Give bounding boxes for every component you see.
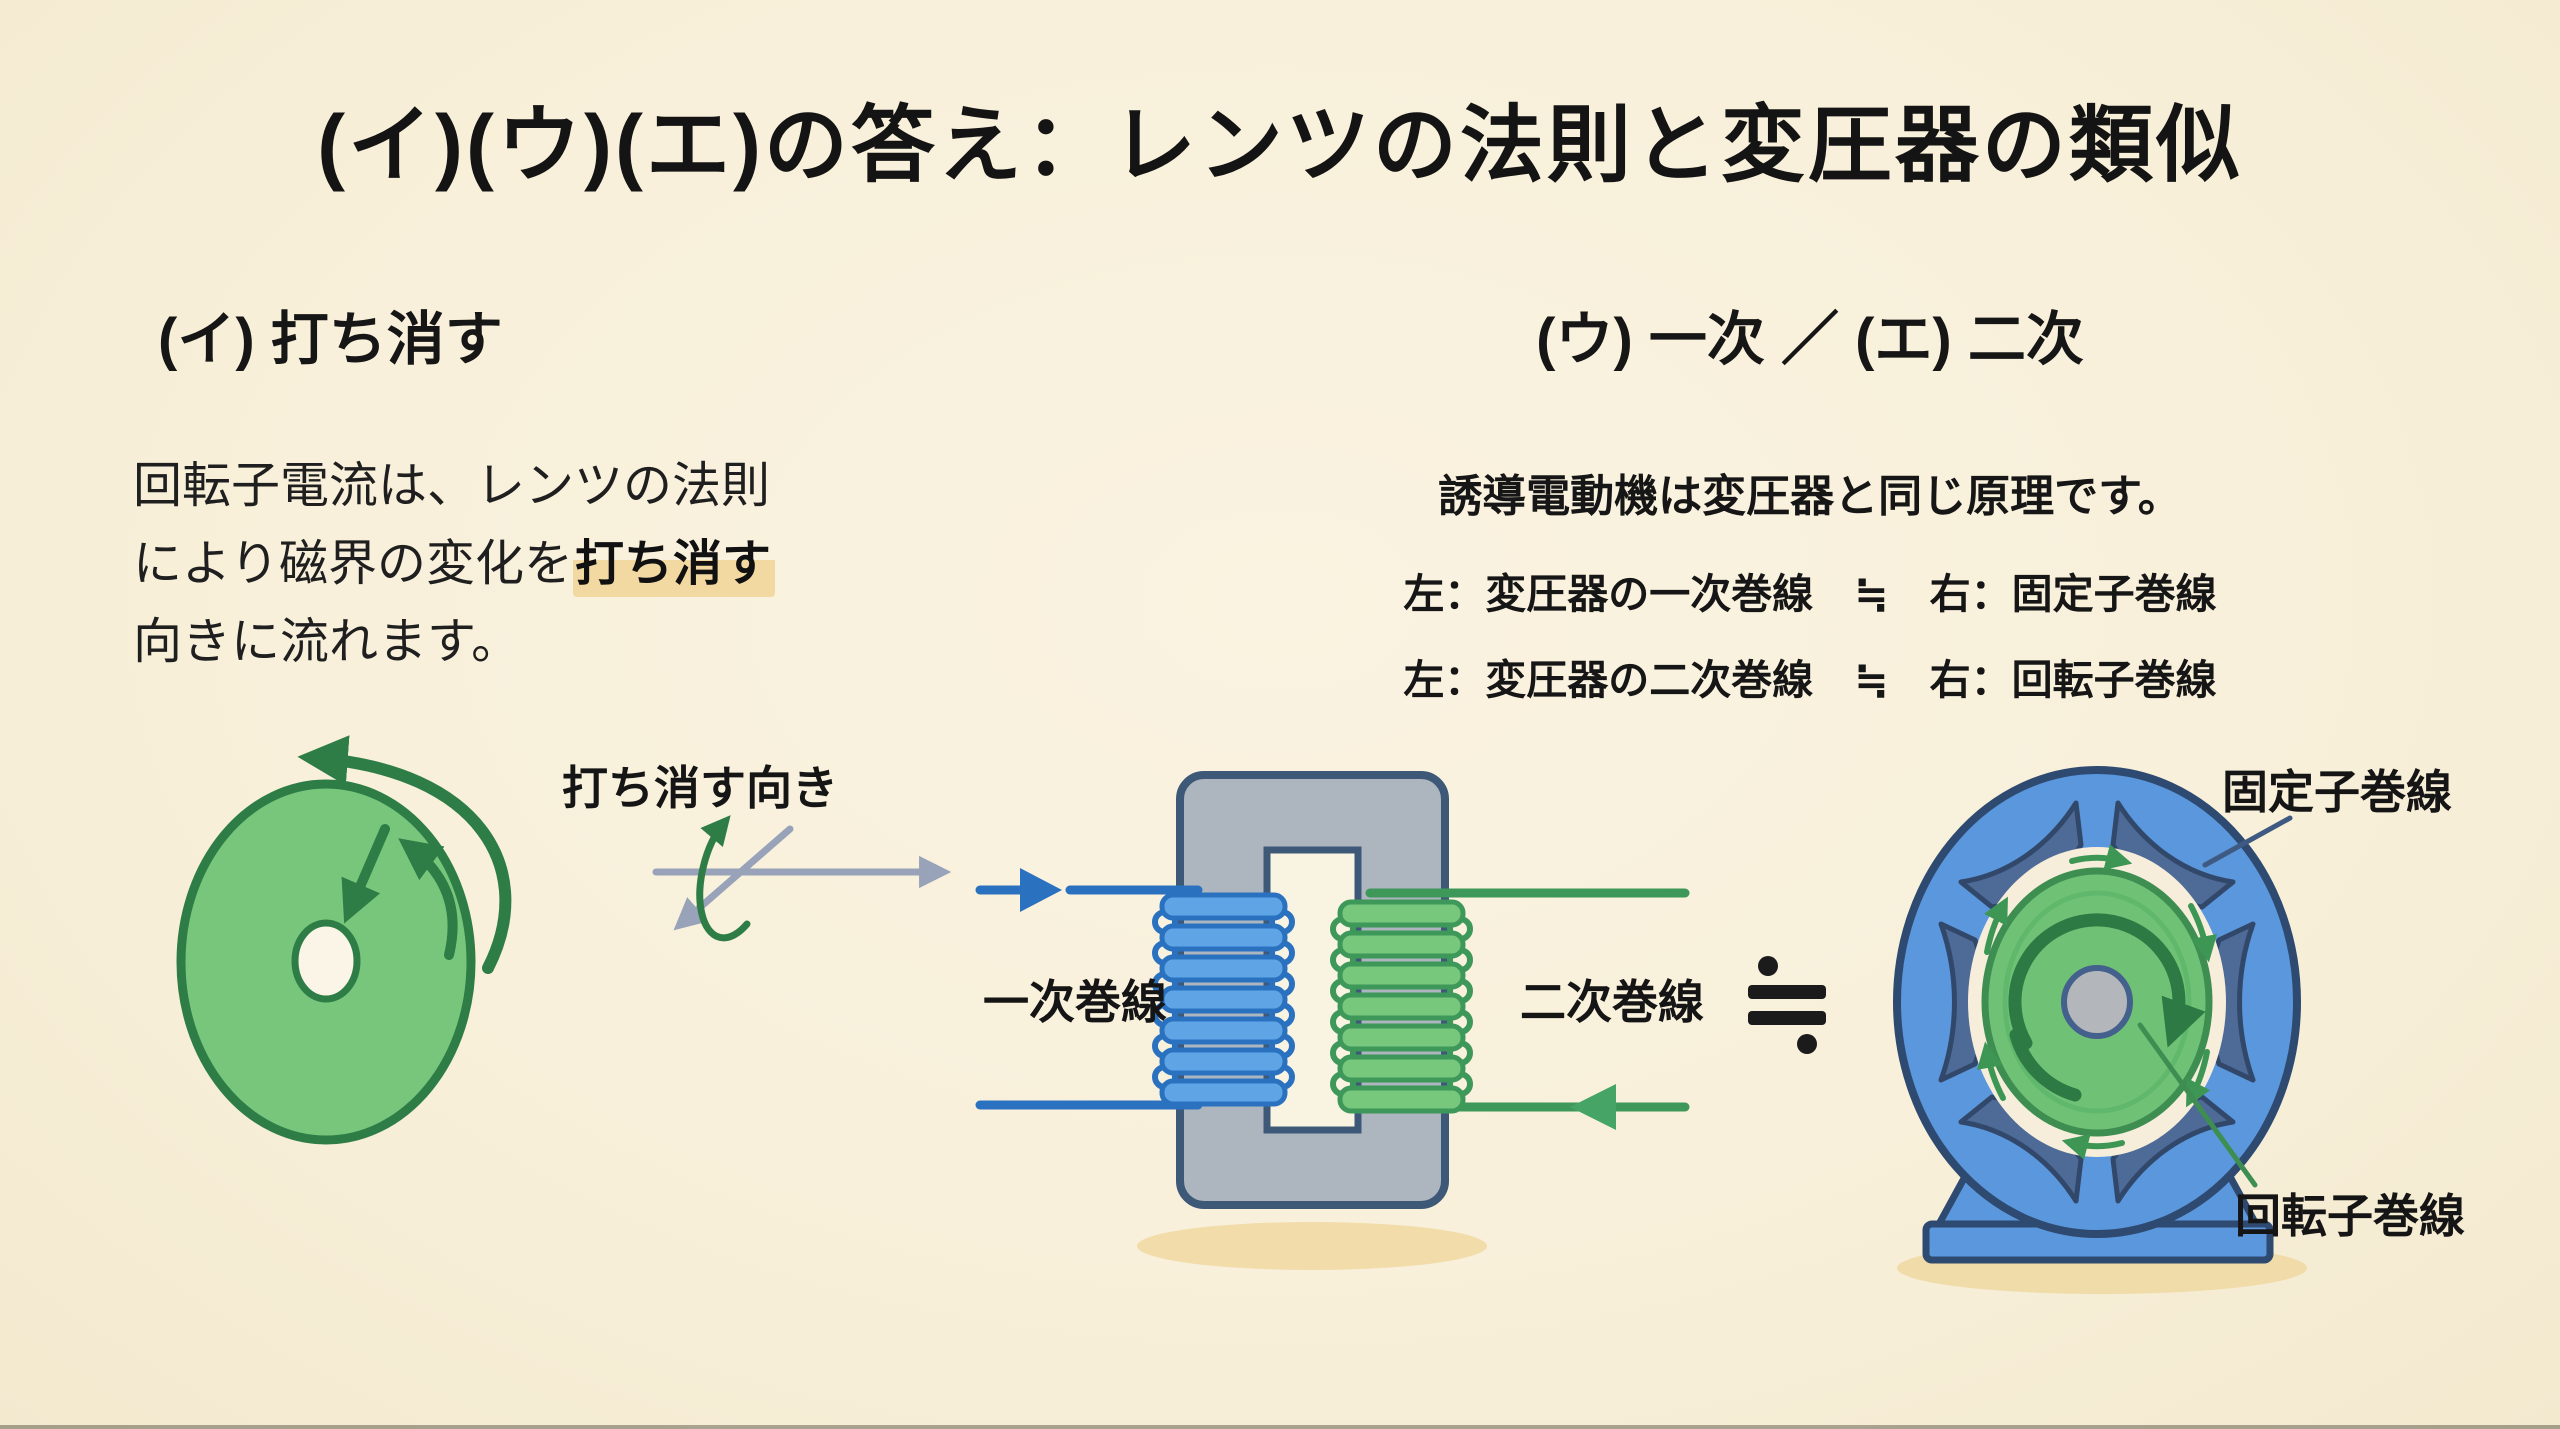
mapping-line-primary: 左：変圧器の一次巻線 ≒ 右：固定子巻線 [1403,571,2217,617]
approx-equal-symbol [1748,956,1826,1054]
page-title: (イ)(ウ)(エ)の答え：レンツの法則と変圧器の類似 [317,98,2243,192]
transformer-shadow [1137,1222,1487,1270]
disc-shaft-hole [291,919,361,1003]
stator-label-pointer-line [2202,815,2293,868]
paragraph-line3: 向きに流れます。 [133,615,521,669]
secondary-coil [1337,899,1466,1114]
rotor-disc-diagram [176,735,952,1145]
cancel-direction-label: 打ち消す向き [562,762,838,814]
paragraph-line2-prefix: により磁界の変化を [133,537,574,591]
right-section-heading: (ウ) 一次 ／ (エ) 二次 [1536,307,2084,372]
paragraph-line1: 回転子電流は、レンツの法則 [133,459,771,513]
rotor-rotation-arrow-tail [2009,1028,2082,1102]
motor-shaft [2061,965,2133,1039]
rotor-rotation-arrow [2008,913,2206,1050]
disc-outer-rotation-arrow [297,735,512,974]
bottom-edge-line [0,1425,2560,1429]
paragraph-highlight: 打ち消す [573,537,776,597]
primary-coil-label: 一次巻線 [983,976,1167,1028]
mapping-line-secondary: 左：変圧器の二次巻線 ≒ 右：回転子巻線 [1403,657,2217,703]
transformer-diagram [975,771,1690,1270]
primary-coil [1159,892,1288,1107]
cancel-loop-arrow-icon [696,815,751,942]
secondary-output-arrow-head [1570,1084,1616,1130]
rotor-winding-label: 回転子巻線 [2235,1190,2465,1242]
secondary-coil-label: 二次巻線 [1520,976,1704,1028]
stator-winding-label: 固定子巻線 [2222,766,2452,818]
induction-motor-diagram [1893,766,2307,1294]
disc-inner-curved-arrow [398,838,458,960]
right-section: (ウ) 一次 ／ (エ) 二次 誘導電動機は変圧器と同じ原理です。 左：変圧器の… [1190,0,2430,720]
left-section-paragraph: 回転子電流は、レンツの法則 により磁界の変化を打ち消す 向きに流れます。 [133,447,993,681]
disc-inner-straight-arrow [341,824,390,924]
approx-equal-glyph [1748,956,1826,1054]
right-section-subheading: 誘導電動機は変圧器と同じ原理です。 [1438,472,2182,521]
primary-input-arrow-head [1020,868,1062,912]
air-gap-current-arrows [1976,844,2218,1160]
left-section-heading: (イ) 打ち消す [158,307,503,372]
rotor-label-pointer-line [2137,1022,2258,1188]
